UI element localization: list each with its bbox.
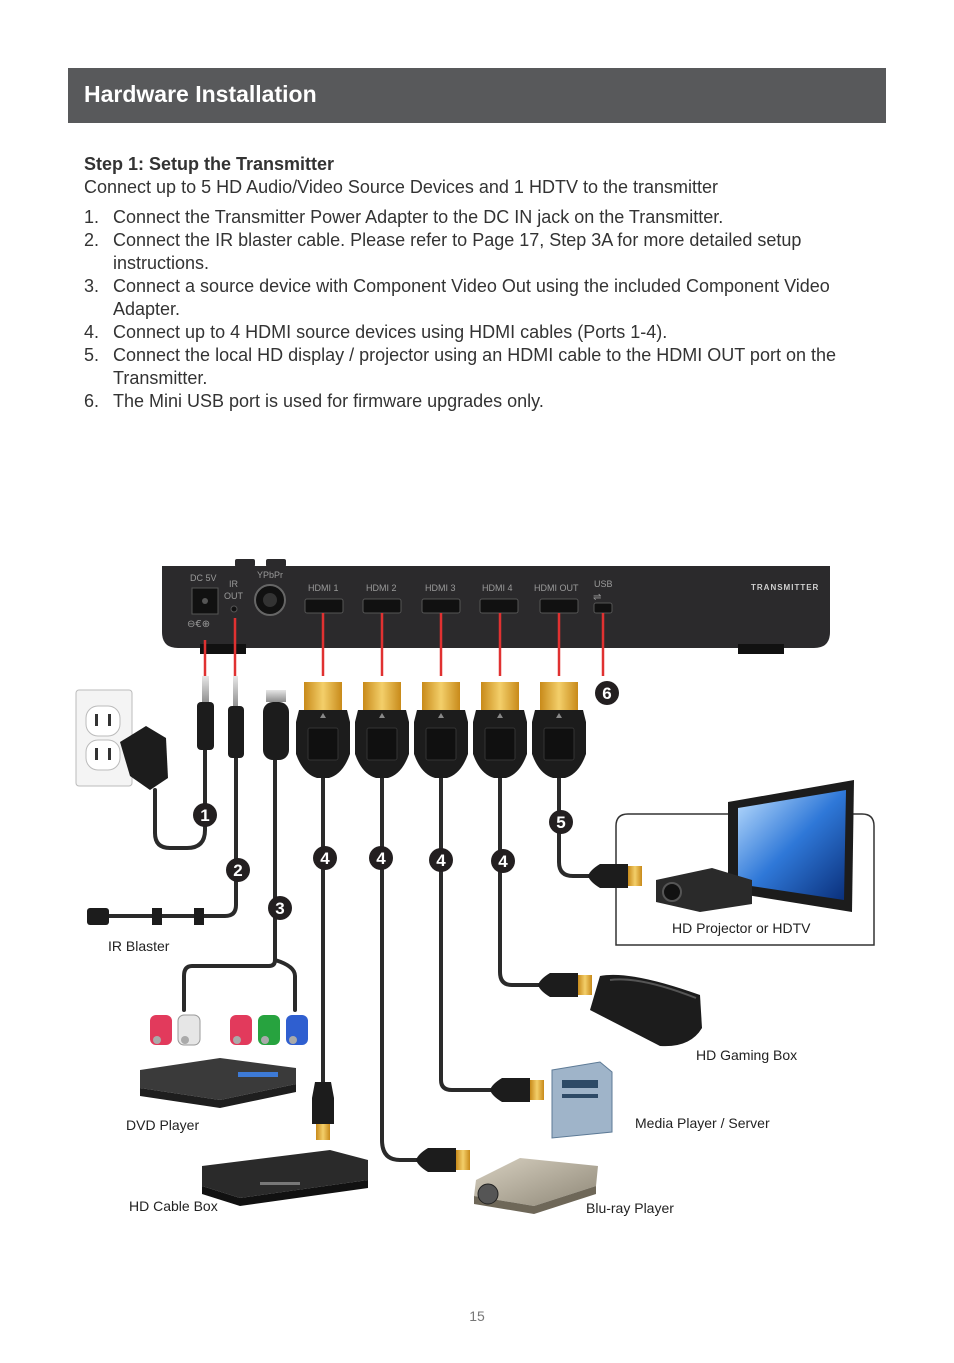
hdmi-out-port bbox=[539, 598, 579, 614]
label-ir-blaster: IR Blaster bbox=[108, 938, 170, 954]
svg-text:6: 6 bbox=[602, 684, 611, 703]
list-item: 1. Connect the Transmitter Power Adapter… bbox=[84, 206, 874, 229]
ir-blaster-emitter bbox=[87, 908, 204, 925]
step-title: Step 1: Setup the Transmitter bbox=[84, 154, 335, 174]
list-item-number: 1. bbox=[84, 207, 100, 227]
page-number: 15 bbox=[469, 1308, 485, 1324]
list-item: 3. Connect a source device with Componen… bbox=[84, 275, 874, 321]
port-label-hdmi4: HDMI 4 bbox=[482, 583, 513, 593]
list-item-text: instructions. bbox=[113, 253, 210, 273]
list-item-text: Transmitter. bbox=[113, 368, 208, 388]
list-item-number: 6. bbox=[84, 391, 100, 411]
wall-outlet bbox=[75, 689, 168, 790]
badge-6 bbox=[595, 681, 619, 705]
dvd-player-icon bbox=[140, 1058, 296, 1108]
label-bluray: Blu-ray Player bbox=[586, 1200, 674, 1216]
instruction-list: 1. Connect the Transmitter Power Adapter… bbox=[84, 206, 874, 413]
hdmi3-port bbox=[421, 598, 461, 614]
list-item: 4. Connect up to 4 HDMI source devices u… bbox=[84, 321, 874, 344]
port-label-dc: DC 5V bbox=[190, 573, 217, 583]
step-badges: 1 2 3 4 4 4 4 5 6 bbox=[193, 681, 619, 920]
step-subtitle: Connect up to 5 HD Audio/Video Source De… bbox=[84, 177, 718, 197]
hdmi4-port bbox=[479, 598, 519, 614]
svg-text:3: 3 bbox=[275, 899, 284, 918]
port-label-hdmi-out: HDMI OUT bbox=[534, 583, 579, 593]
page-title: Hardware Installation bbox=[84, 81, 317, 107]
hdmi-plug-cable-box bbox=[312, 1082, 334, 1140]
port-label-usb: USB bbox=[594, 579, 613, 589]
svg-text:5: 5 bbox=[556, 813, 565, 832]
list-item-number: 5. bbox=[84, 345, 100, 365]
badge-4d bbox=[491, 849, 515, 873]
badge-5 bbox=[549, 810, 573, 834]
list-item-text: Connect the IR blaster cable. Please ref… bbox=[113, 230, 802, 250]
list-item-number: 2. bbox=[84, 230, 100, 250]
header-bar: Hardware Installation bbox=[68, 68, 886, 123]
list-item-number: 3. bbox=[84, 276, 100, 296]
svg-text:2: 2 bbox=[233, 861, 242, 880]
badge-4c bbox=[429, 848, 453, 872]
hdmi-plug-4 bbox=[472, 681, 528, 779]
hdmi1-port bbox=[304, 598, 344, 614]
ir-out-port bbox=[230, 605, 238, 613]
port-label-ypbpr: YPbPr bbox=[257, 570, 283, 580]
list-item: 2. Connect the IR blaster cable. Please … bbox=[84, 229, 874, 275]
list-item: 5. Connect the local HD display / projec… bbox=[84, 344, 874, 390]
label-gaming: HD Gaming Box bbox=[696, 1047, 797, 1063]
list-item-text: Adapter. bbox=[113, 299, 181, 319]
port-label-hdmi3: HDMI 3 bbox=[425, 583, 456, 593]
label-hd-display: HD Projector or HDTV bbox=[672, 920, 811, 936]
usb-icon: ⇌ bbox=[593, 592, 601, 603]
badge-4b bbox=[369, 846, 393, 870]
port-guide-lines bbox=[203, 613, 605, 676]
badge-1 bbox=[193, 803, 217, 827]
svg-text:4: 4 bbox=[376, 849, 386, 868]
port-label-ir: IR bbox=[229, 579, 239, 589]
list-item: 6. The Mini USB port is used for firmwar… bbox=[84, 390, 874, 413]
hdmi-plug-out bbox=[531, 681, 587, 779]
port-label-hdmi1: HDMI 1 bbox=[308, 583, 339, 593]
hdmi2-port bbox=[362, 598, 402, 614]
rca-plugs bbox=[150, 1014, 308, 1046]
port-label-hdmi2: HDMI 2 bbox=[366, 583, 397, 593]
dc-power-plug bbox=[197, 676, 214, 750]
ir-blaster-plug bbox=[228, 676, 244, 758]
list-item-text: Connect the local HD display / projector… bbox=[113, 345, 836, 365]
hd-cable-box-icon bbox=[202, 1150, 368, 1206]
usb-port bbox=[593, 602, 613, 614]
polarity-symbol: ⊖€⊕ bbox=[187, 619, 210, 630]
svg-text:4: 4 bbox=[498, 852, 508, 871]
svg-text:4: 4 bbox=[320, 849, 330, 868]
label-media-server: Media Player / Server bbox=[635, 1115, 770, 1131]
list-item-text: Connect the Transmitter Power Adapter to… bbox=[113, 207, 724, 227]
list-item-text: Connect up to 4 HDMI source devices usin… bbox=[113, 322, 668, 342]
hdmi-plug-3 bbox=[413, 681, 469, 779]
list-item-number: 4. bbox=[84, 322, 100, 342]
badge-3 bbox=[268, 896, 292, 920]
badge-4a bbox=[313, 846, 337, 870]
display-device-group: HD Projector or HDTV bbox=[588, 780, 875, 946]
badge-2 bbox=[226, 858, 250, 882]
power-adapter bbox=[120, 726, 168, 790]
label-dvd: DVD Player bbox=[126, 1117, 199, 1133]
media-server-icon bbox=[490, 1061, 613, 1139]
bluray-player-icon bbox=[416, 1148, 598, 1214]
svg-text:4: 4 bbox=[436, 851, 446, 870]
hdmi-plug-1 bbox=[295, 681, 351, 779]
label-cable-box: HD Cable Box bbox=[129, 1198, 218, 1214]
brand-logo: TRANSMITTER bbox=[751, 583, 819, 592]
list-item-text: Connect a source device with Component V… bbox=[113, 276, 830, 296]
hdmi-plug-2 bbox=[354, 681, 410, 779]
gaming-console-icon bbox=[538, 973, 702, 1047]
cables bbox=[94, 748, 592, 1162]
component-plug bbox=[263, 690, 289, 760]
transmitter-device: DC 5V IR OUT YPbPr HDMI 1 HDMI 2 HDMI 3 … bbox=[162, 559, 830, 654]
list-item-text: The Mini USB port is used for firmware u… bbox=[113, 391, 544, 411]
projector-icon bbox=[656, 868, 752, 912]
svg-text:1: 1 bbox=[200, 806, 209, 825]
port-label-ir-out: OUT bbox=[224, 591, 244, 601]
